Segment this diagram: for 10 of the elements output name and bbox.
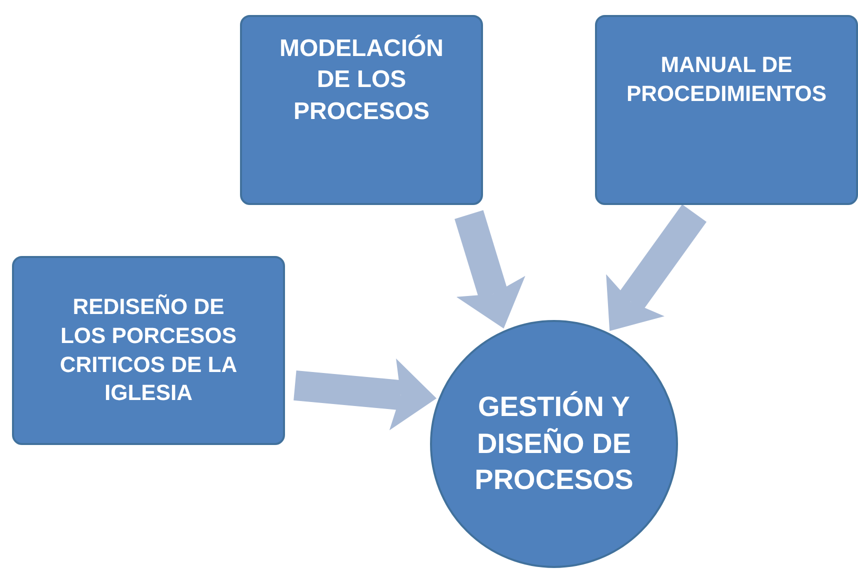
node-label: REDISEÑO DE LOS PORCESOS CRITICOS DE LA IGLESIA: [58, 293, 238, 408]
process-box: [240, 15, 483, 205]
block-arrow: [454, 210, 526, 328]
block-arrow: [294, 358, 437, 430]
process-box: [595, 15, 858, 205]
node-label: MANUAL DE PROCEDIMIENTOS: [625, 51, 828, 108]
node-label: GESTIÓN Y DISEÑO DE PROCESOS: [474, 390, 634, 498]
node-label: MODELACIÓN DE LOS PROCESOS: [278, 34, 444, 127]
process-box: [12, 256, 285, 445]
block-arrow: [606, 204, 707, 331]
